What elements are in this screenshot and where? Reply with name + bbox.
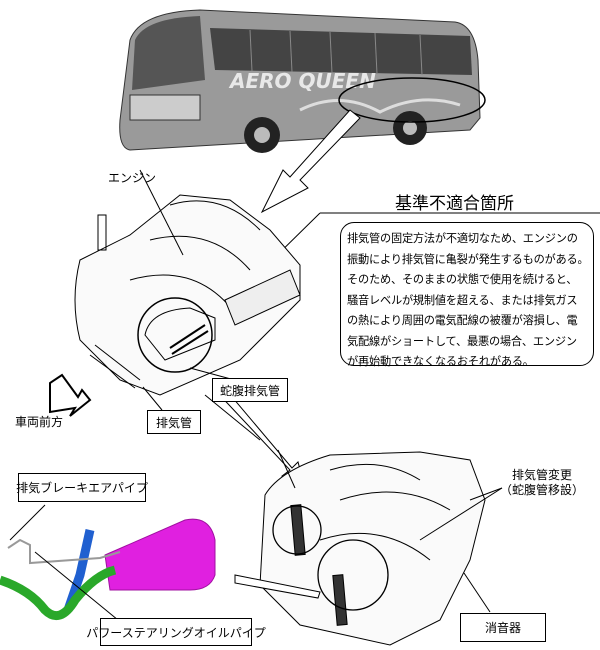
engine-label: エンジン — [108, 171, 157, 185]
highlight-ellipse — [338, 77, 486, 123]
nonconformity-title: 基準不適合箇所 — [395, 194, 514, 214]
exhaust-change-sublabel: （蛇腹管移設） — [500, 483, 585, 497]
engine-drawing-top — [74, 169, 301, 441]
bellows-highlight-circle — [137, 297, 213, 373]
bellows-pipe-label: 蛇腹排気管 — [212, 378, 288, 402]
brake-air-pipe — [7, 538, 121, 565]
description-line: 振動により排気管に亀裂が発生するものがある。 — [347, 252, 589, 266]
pointer-arrow-1 — [260, 109, 361, 214]
engine-drawing-bottom — [234, 449, 503, 646]
bus-image: AERO QUEEN — [119, 9, 486, 153]
muffler-label: 消音器 — [460, 613, 546, 642]
vehicle-front-label: 車両前方 — [15, 415, 64, 429]
exhaust-pipe-label: 排気管 — [147, 410, 201, 434]
description-line: 騒音レベルが規制値を超える、または排気ガス — [347, 293, 578, 307]
vehicle-front-arrow — [49, 373, 92, 417]
nonconformity-description: 排気管の固定方法が不適切なため、エンジンの 振動により排気管に亀裂が発生するもの… — [340, 222, 594, 368]
svg-text:AERO QUEEN: AERO QUEEN — [228, 69, 376, 93]
muffler-magenta — [104, 518, 216, 591]
description-line: が再始動できなくなるおそれがある。 — [347, 355, 534, 368]
description-line: 排気管の固定方法が不適切なため、エンジンの — [347, 232, 578, 245]
description-line: の熱により周囲の電気配線の被覆が溶損し、電 — [347, 314, 578, 327]
power-steering-oil-pipe-label: パワーステアリングオイルパイプ — [86, 618, 266, 646]
steering-pipe-green — [0, 565, 117, 621]
description-line: 気配線がショートして、最悪の場合、エンジン — [347, 334, 577, 348]
description-line: そのため、そのままの状態で使用を続けると、 — [347, 273, 578, 286]
exhaust-change-label: 排気管変更 — [512, 468, 573, 482]
colored-exhaust-model — [0, 504, 216, 621]
exhaust-brake-air-pipe-label: 排気ブレーキエアパイプ — [16, 473, 148, 502]
